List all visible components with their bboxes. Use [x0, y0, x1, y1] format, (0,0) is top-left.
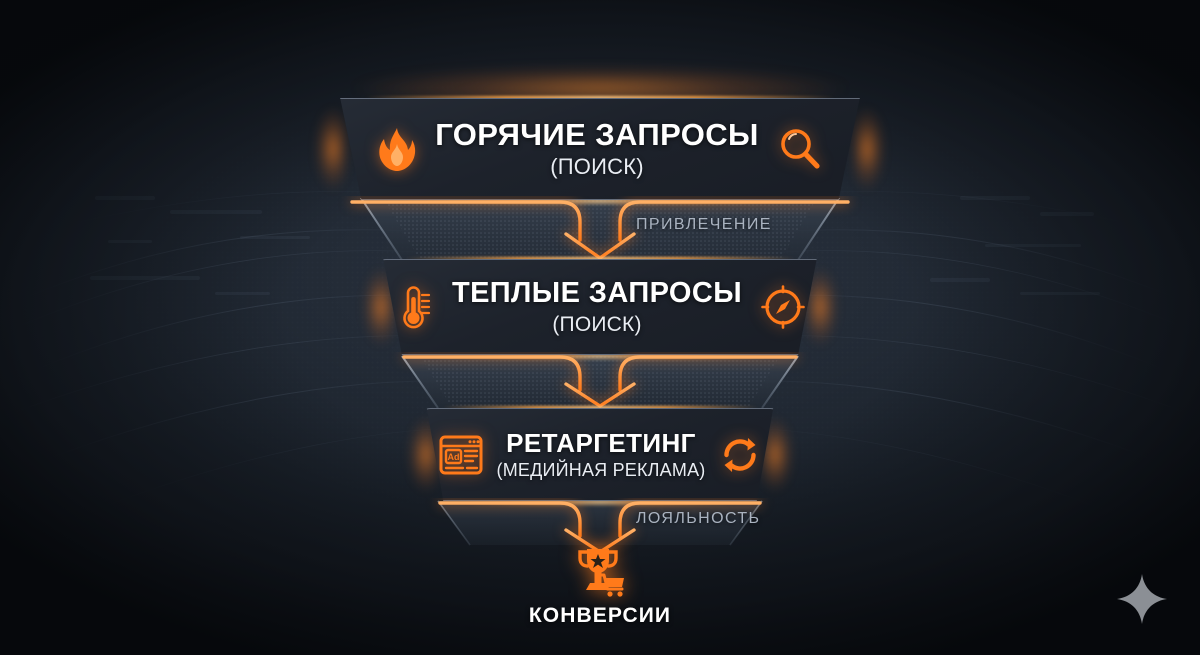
down-arrow-icon — [402, 355, 798, 408]
funnel-stage-retargeting[interactable]: Ad РЕТАРГЕТИНГ (МЕДИЙНАЯ РЕКЛАМА) — [0, 406, 1200, 504]
funnel-stage-warm-queries[interactable]: ТЕПЛЫЕ ЗАПРОСЫ (ПОИСК) — [0, 257, 1200, 358]
compass-icon — [761, 285, 805, 329]
stage-subtitle: (ПОИСК) — [552, 312, 642, 336]
magnifier-icon — [781, 129, 820, 169]
connector-label: ПРИВЛЕЧЕНИЕ — [636, 216, 772, 233]
stage-left-glow — [341, 264, 394, 350]
stage-title: РЕТАРГЕТИНГ — [506, 427, 696, 458]
fire-icon — [379, 128, 416, 171]
down-arrow-icon — [350, 200, 850, 260]
stage-right-glow — [806, 264, 859, 350]
stage-title: ТЕПЛЫЕ ЗАПРОСЫ — [451, 276, 743, 309]
stage-text-block: ТЕПЛЫЕ ЗАПРОСЫ (ПОИСК) — [451, 276, 743, 336]
stage-right-glow — [854, 104, 906, 194]
svg-text:Ad: Ad — [447, 452, 459, 462]
stage-subtitle: (МЕДИЙНАЯ РЕКЛАМА) — [496, 459, 706, 480]
funnel-stage-hot-queries[interactable]: ГОРЯЧИЕ ЗАПРОСЫ (ПОИСК) — [0, 96, 1200, 203]
sparkle-icon — [1117, 574, 1167, 624]
thermometer-icon — [403, 286, 431, 329]
funnel-outcome-conversions[interactable]: КОНВЕРСИИ — [0, 546, 1200, 628]
ad-banner-icon: Ad — [439, 435, 482, 474]
connector-label: ЛОЯЛЬНОСТЬ — [636, 510, 761, 527]
stage-subtitle: (ПОИСК) — [550, 154, 644, 180]
trophy-cart-icon — [578, 549, 624, 597]
stage-title: ГОРЯЧИЕ ЗАПРОСЫ — [435, 117, 759, 153]
stage-text-block: ГОРЯЧИЕ ЗАПРОСЫ (ПОИСК) — [435, 119, 759, 179]
refresh-cycle-icon — [724, 437, 757, 472]
outcome-label: КОНВЕРСИИ — [528, 604, 672, 627]
stage-text-block: РЕТАРГЕТИНГ (МЕДИЙНАЯ РЕКЛАМА) — [497, 430, 706, 479]
stage-left-glow — [294, 104, 346, 194]
